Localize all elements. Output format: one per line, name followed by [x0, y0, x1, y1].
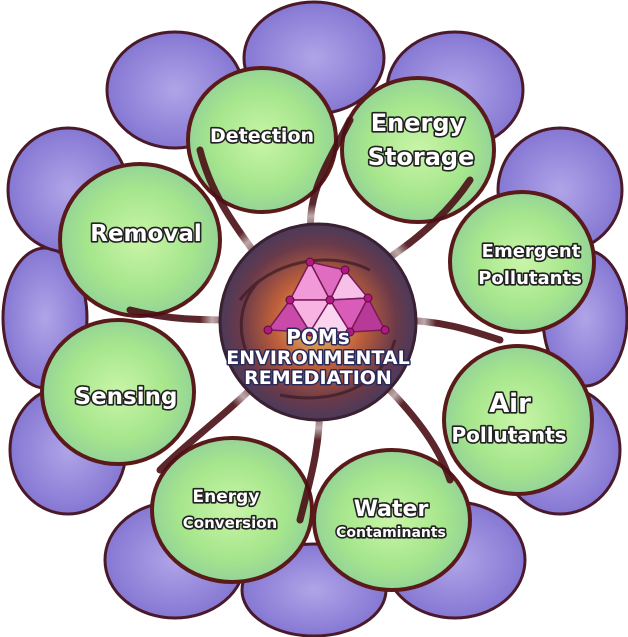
center-title-remediation: REMEDIATION [244, 367, 392, 389]
petal-emergent-pollutants [450, 192, 594, 332]
label-emergent-pollutants-1: Emergent [482, 241, 581, 262]
crystal-atom [326, 296, 334, 304]
crystal-atom [306, 258, 314, 266]
center-title-pom: POMs [286, 325, 349, 349]
label-sensing: Sensing [75, 384, 178, 410]
label-detection: Detection [210, 125, 314, 147]
label-emergent-pollutants-2: Pollutants [478, 268, 582, 289]
label-water-contaminants-2: Contaminants [336, 525, 446, 541]
center-title-environmental: ENVIRONMENTAL [226, 347, 409, 369]
petal-air-pollutants [444, 346, 592, 494]
crystal-atom [381, 326, 389, 334]
label-removal: Removal [90, 221, 201, 247]
crystal-atom [264, 326, 272, 334]
crystal-atom [341, 266, 349, 274]
label-energy-storage-1: Energy [371, 109, 466, 137]
label-air-pollutants-2: Pollutants [451, 423, 566, 447]
crystal-atom [286, 296, 294, 304]
label-water-contaminants-1: Water [354, 497, 429, 522]
label-energy-conversion-2: Conversion [183, 514, 277, 532]
label-air-pollutants-1: Air [489, 389, 531, 419]
label-energy-storage-2: Storage [368, 143, 475, 171]
label-energy-conversion-1: Energy [193, 487, 260, 507]
crystal-atom [364, 294, 372, 302]
